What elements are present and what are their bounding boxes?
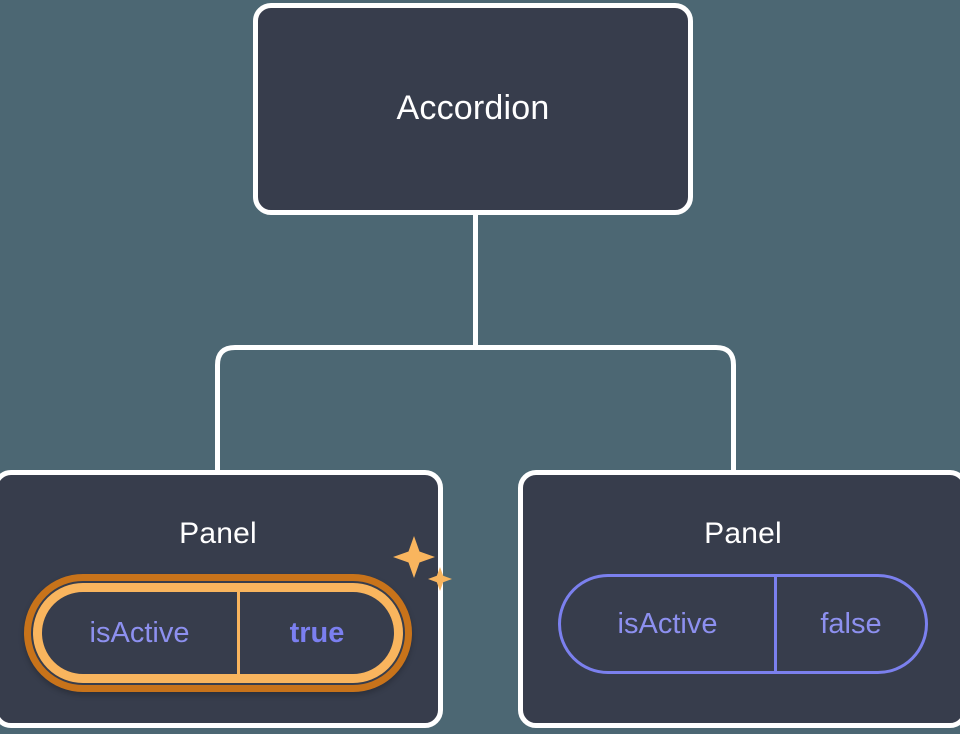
- prop-pill-right-wrapper: isActive false: [558, 574, 928, 674]
- prop-key-left: isActive: [42, 592, 240, 674]
- prop-value-left: true: [289, 616, 345, 649]
- sparkles-icon: [393, 536, 452, 591]
- node-panel-right-label: Panel: [704, 517, 782, 550]
- prop-pill-left-wrapper: isActive true: [24, 536, 452, 692]
- node-panel-right[interactable]: Panel isActive false: [518, 470, 960, 728]
- node-accordion-label: Accordion: [396, 89, 550, 128]
- prop-pill-left[interactable]: isActive true: [33, 583, 403, 683]
- prop-pill-right[interactable]: isActive false: [558, 574, 928, 674]
- node-panel-left[interactable]: Panel isActive true: [0, 470, 452, 728]
- prop-value-right: false: [820, 607, 882, 640]
- prop-pill-left-highlight-ring: isActive true: [24, 574, 412, 692]
- prop-key-right: isActive: [561, 577, 777, 671]
- node-panel-left-label: Panel: [179, 517, 257, 550]
- node-accordion[interactable]: Accordion: [253, 3, 693, 215]
- connector-branch: [215, 345, 736, 474]
